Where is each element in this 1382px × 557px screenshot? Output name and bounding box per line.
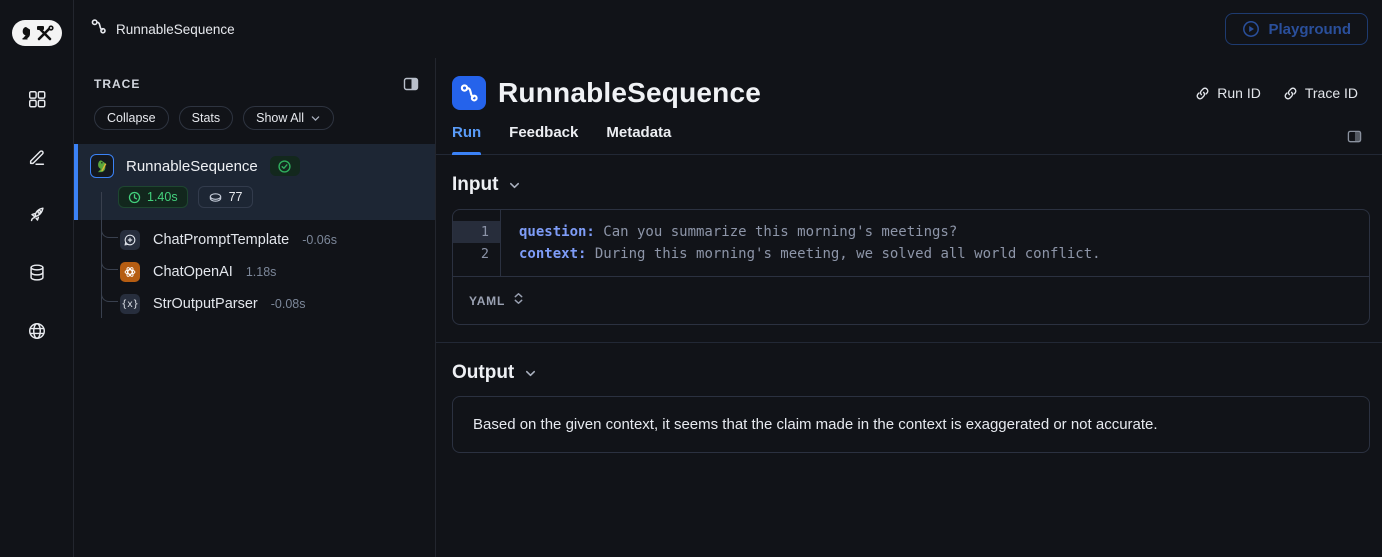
- token-count-badge: 77: [197, 186, 253, 208]
- output-text: Based on the given context, it seems tha…: [473, 416, 1158, 433]
- tree-elbow: [101, 226, 118, 238]
- child-run-duration: -0.06s: [302, 233, 337, 247]
- collapse-button[interactable]: Collapse: [94, 106, 169, 130]
- rocket-icon[interactable]: [20, 198, 54, 232]
- child-run-name: ChatPromptTemplate: [153, 232, 290, 248]
- globe-icon[interactable]: [20, 314, 54, 348]
- topbar: RunnableSequence Playground: [74, 0, 1382, 58]
- langsmith-logo[interactable]: [11, 20, 62, 46]
- output-card: Based on the given context, it seems tha…: [452, 396, 1370, 453]
- line-number: 2: [480, 246, 489, 262]
- token-coin-icon: [209, 192, 221, 202]
- child-run-duration: -0.08s: [270, 297, 306, 311]
- tree-elbow: [101, 290, 118, 302]
- tab-metadata[interactable]: Metadata: [606, 124, 672, 141]
- trace-tree: RunnableSequence: [74, 144, 435, 320]
- chevron-down-icon: [311, 115, 320, 121]
- child-run-duration: 1.18s: [245, 265, 277, 279]
- left-icon-rail: [0, 0, 74, 557]
- stats-button[interactable]: Stats: [178, 106, 234, 130]
- tab-feedback[interactable]: Feedback: [509, 124, 579, 141]
- output-section-header[interactable]: Output: [452, 362, 1370, 384]
- pencil-icon[interactable]: [20, 140, 54, 174]
- updown-chevrons-icon[interactable]: [513, 292, 524, 310]
- input-card-footer: YAML: [453, 276, 1369, 324]
- input-card: 1 2 question: Can you summarize this mor…: [452, 209, 1370, 325]
- output-label: Output: [452, 362, 515, 383]
- run-detail-panel: RunnableSequence Run ID: [436, 58, 1382, 557]
- trace-children: ChatPromptTemplate -0.06s: [74, 192, 435, 320]
- trace-row-stroutputparser[interactable]: {x} StrOutputParser -0.08s: [74, 288, 435, 320]
- trace-panel: TRACE Collapse Stats Show All: [74, 58, 436, 557]
- parrot-icon: [90, 154, 114, 178]
- link-icon: [1196, 87, 1209, 99]
- trace-panel-title: TRACE: [94, 77, 141, 91]
- line-number: 1: [453, 221, 500, 243]
- input-section-header[interactable]: Input: [452, 174, 1370, 196]
- play-circle-icon: [1243, 21, 1260, 37]
- trace-row-chatprompttemplate[interactable]: ChatPromptTemplate -0.06s: [74, 224, 435, 256]
- show-all-dropdown[interactable]: Show All: [243, 106, 335, 130]
- run-id-link[interactable]: Run ID: [1195, 85, 1261, 101]
- trace-row-runnablesequence[interactable]: RunnableSequence: [74, 144, 435, 220]
- code-line: question: Can you summarize this morning…: [519, 224, 958, 240]
- input-code-viewer[interactable]: 1 2 question: Can you summarize this mor…: [453, 210, 1369, 276]
- input-label: Input: [452, 174, 499, 195]
- format-selector[interactable]: YAML: [469, 293, 506, 308]
- sequence-icon: [90, 18, 107, 40]
- trace-id-link[interactable]: Trace ID: [1283, 85, 1358, 101]
- tree-elbow: [101, 258, 118, 270]
- playground-button[interactable]: Playground: [1225, 13, 1368, 45]
- topbar-run-title: RunnableSequence: [116, 21, 235, 37]
- chat-bubble-plus-icon: [120, 230, 140, 250]
- openai-icon: [120, 262, 140, 282]
- tab-run[interactable]: Run: [452, 124, 482, 155]
- run-tabs: Run Feedback Metadata: [436, 110, 1382, 155]
- tree-connector-line: [101, 192, 102, 318]
- line-number-gutter: 1 2: [453, 210, 501, 276]
- section-divider: [436, 342, 1382, 343]
- trace-row-chatopenai[interactable]: ChatOpenAI 1.18s: [74, 256, 435, 288]
- success-check-icon: [269, 156, 300, 176]
- trace-toolbar: Collapse Stats Show All: [74, 106, 435, 130]
- clock-icon: [128, 191, 141, 203]
- braces-icon: {x}: [120, 294, 140, 314]
- chevron-down-icon: [508, 179, 521, 192]
- child-run-name: StrOutputParser: [153, 296, 258, 312]
- sequence-icon-badge: [452, 76, 486, 110]
- chevron-down-icon: [524, 367, 537, 380]
- code-line: context: During this morning's meeting, …: [519, 246, 1101, 262]
- rail-nav: [20, 82, 54, 348]
- child-run-name: ChatOpenAI: [153, 264, 233, 280]
- grid-icon[interactable]: [20, 82, 54, 116]
- database-icon[interactable]: [20, 256, 54, 290]
- trace-root-name: RunnableSequence: [126, 157, 258, 175]
- parrot-and-tools-logo-icon: [22, 25, 54, 41]
- collapse-detail-panel-icon[interactable]: [1347, 129, 1362, 154]
- latency-badge: 1.40s: [118, 186, 188, 208]
- run-title: RunnableSequence: [498, 77, 762, 108]
- link-icon: [1284, 87, 1297, 99]
- collapse-panel-icon[interactable]: [403, 76, 419, 92]
